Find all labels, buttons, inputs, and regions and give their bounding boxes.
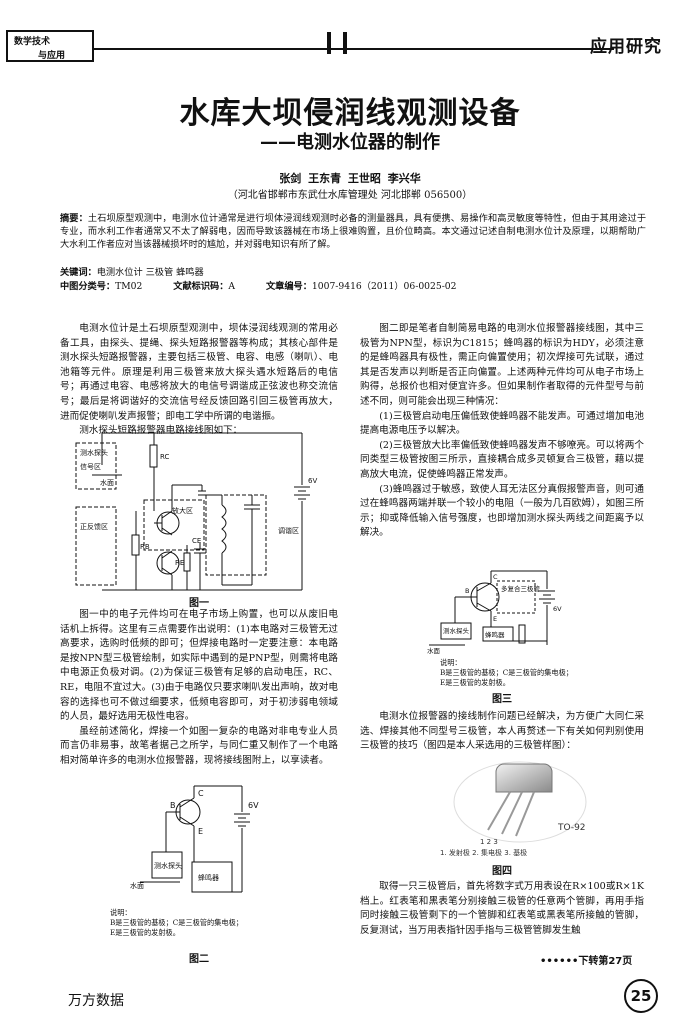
figure-1-caption: 图一 (189, 598, 209, 609)
label-rc: RC (160, 453, 170, 461)
journal-name-line1: 数学技术 (14, 37, 51, 47)
journal-name-line2: 与应用 (38, 51, 66, 61)
figure-4-transistor-photo: TO-92 1 2 3 (453, 761, 587, 846)
paragraph: 取得一只三极管后，首先将数字式万用表设在R×100或R×1K档上。红表笔和黑表笔… (360, 881, 644, 936)
classification-line: 中图分类号：TM02 文献标识码：A 文章编号：1007-9416（2011）0… (60, 278, 485, 292)
figure-3-circuit: 多复合三极管 测水探头 蜂鸣器 水面 6V B C E (427, 570, 562, 655)
article-subtitle: ——电测水位器的制作 (260, 132, 440, 153)
label-c: C (493, 573, 498, 581)
keywords-text: 电测水位计 三极管 蜂鸣器 (96, 267, 204, 278)
article-no-label: 文章编号： (265, 281, 312, 292)
label-ce: CE (192, 537, 201, 545)
authors: 张剑 王东青 王世昭 李兴华 (279, 172, 421, 185)
clc-value: TM02 (115, 281, 143, 292)
doc-code-value: A (228, 281, 236, 292)
label-e: E (493, 615, 497, 623)
paragraph: 图二即是笔者自制简易电路的电测水位报警器接线图，其中三极管为NPN型，标识为C1… (360, 323, 644, 407)
label-battery: 6V (308, 477, 317, 485)
clc-label: 中图分类号： (60, 281, 116, 292)
label-water: 水面 (100, 478, 114, 487)
journal-badge: 数学技术 与应用 (6, 30, 94, 62)
label-b: B (170, 801, 176, 810)
figure-4-pin-legend: 1. 发射极 2. 集电极 3. 基极 (440, 849, 528, 857)
label-b: B (465, 587, 469, 595)
note-title: 说明： (110, 908, 132, 917)
note-b: B是三极管的基极；C是三极管的集电极； (110, 918, 243, 927)
label-amp-zone: 放大区 (172, 506, 193, 515)
doc-code-label: 文献标识码： (173, 281, 229, 292)
label-probe: 测水探头 (443, 626, 470, 635)
note-title: 说明： (440, 658, 462, 667)
label-c: C (198, 789, 204, 798)
note-e: E是三极管的发射极。 (440, 678, 510, 687)
label-feedback-zone: 正反馈区 (80, 522, 108, 531)
abstract-label: 摘要： (60, 213, 88, 224)
keywords: 关键词：电测水位计 三极管 蜂鸣器 (60, 264, 204, 278)
label-e: E (198, 827, 203, 836)
left-column-top: 电测水位计是土石坝原型观测中，坝体浸润线观测的常用必备工具，由探头、提绳、探头短… (60, 322, 338, 439)
label-signal-zone: 信号区 (80, 462, 101, 471)
figure-4-caption: 图四 (492, 866, 512, 877)
figure-2-note: 说明： B是三极管的基极；C是三极管的集电极； E是三极管的发射极。 (110, 908, 243, 938)
package-label: TO-92 (557, 823, 586, 833)
figure-1-circuit: 测水探头 信号区 水面 放大区 正反馈区 调谐区 RC RB RE CE 6V (75, 432, 317, 591)
paragraph: 电测水位计是土石坝原型观测中，坝体浸润线观测的常用必备工具，由探头、提绳、探头短… (60, 323, 338, 422)
figure-2-caption: 图二 (189, 954, 209, 965)
pin-numbers: 1 2 3 (480, 838, 498, 846)
figure-3-note: 说明： B是三极管的基极；C是三极管的集电极； E是三极管的发射极。 (440, 658, 573, 688)
label-battery: 6V (248, 801, 259, 810)
label-water: 水面 (130, 881, 144, 890)
keywords-label: 关键词： (60, 267, 97, 278)
section-label: 应用研究 (590, 37, 662, 57)
right-column-middle: 电测水位报警器的接线制作问题已经解决，为方便广大同仁采选、焊接其他不同型号三极管… (360, 710, 644, 754)
watermark: 万方数据 (68, 993, 124, 1009)
paragraph: 电测水位报警器的接线制作问题已经解决，为方便广大同仁采选、焊接其他不同型号三极管… (360, 711, 644, 752)
paragraph: 虽经前述简化，焊接一个如图一复杂的电路对非电专业人员而言仍非易事，故笔者据己之所… (60, 725, 338, 766)
right-column-top: 图二即是笔者自制简易电路的电测水位报警器接线图，其中三极管为NPN型，标识为C1… (360, 322, 644, 541)
label-compound: 多复合三极管 (501, 584, 541, 593)
label-re: RE (175, 559, 184, 567)
paragraph: 测水探头短路报警器电路接线图如下： (79, 425, 243, 437)
label-probe: 测水探头 (154, 861, 182, 870)
affiliation: （河北省邯郸市东武仕水库管理处 河北邯郸 056500） (227, 190, 473, 201)
right-column-bottom: 取得一只三极管后，首先将数字式万用表设在R×100或R×1K档上。红表笔和黑表笔… (360, 880, 644, 938)
continued-on-page: ••••••下转第27页 (540, 956, 633, 967)
figure-2-circuit: B C E 6V 测水探头 水面 蜂鸣器 (130, 785, 259, 893)
article-no-value: 1007-9416（2011）06-0025-02 (311, 281, 457, 292)
article-title: 水库大坝侵润线观测设备 (179, 96, 521, 131)
note-b: B是三极管的基极；C是三极管的集电极； (440, 668, 573, 677)
page-number: 25 (624, 979, 658, 1013)
paragraph: (1)三极管启动电压偏低致使蜂鸣器不能发声。可通过增加电池提高电源电压予以解决。 (360, 410, 644, 437)
abstract: 摘要：土石坝原型观测中，电测水位计通常是进行坝体浸润线观测时必备的测量器具，具有… (60, 212, 646, 251)
label-water: 水面 (427, 646, 441, 655)
paragraph: 图一中的电子元件均可在电子市场上购置，也可以从废旧电话机上拆得。这里有三点需要作… (60, 609, 338, 723)
figure-3-caption: 图三 (492, 694, 512, 705)
abstract-text: 土石坝原型观测中，电测水位计通常是进行坝体浸润线观测时必备的测量器具，具有便携、… (60, 213, 647, 250)
note-e: E是三极管的发射极。 (110, 928, 180, 937)
paragraph: (2)三极管放大比率偏低致使蜂鸣器发声不够嘹亮。可以将两个同类型三极管按图三所示… (360, 439, 644, 480)
left-column-middle: 图一中的电子元件均可在电子市场上购置，也可以从废旧电话机上拆得。这里有三点需要作… (60, 608, 338, 769)
label-buzzer: 蜂鸣器 (485, 630, 505, 639)
label-rb: RB (140, 543, 150, 551)
label-buzzer: 蜂鸣器 (198, 873, 219, 882)
header-bars-ornament (325, 32, 351, 54)
header-rule (94, 48, 614, 50)
label-battery: 6V (553, 605, 562, 613)
label-tuning-zone: 调谐区 (278, 526, 299, 535)
paragraph: (3)蜂鸣器过于敏感，致使人耳无法区分真假报警声音，则可通过在蜂鸣器两端并联一个… (360, 483, 644, 539)
label-probe: 测水探头 (80, 448, 108, 457)
